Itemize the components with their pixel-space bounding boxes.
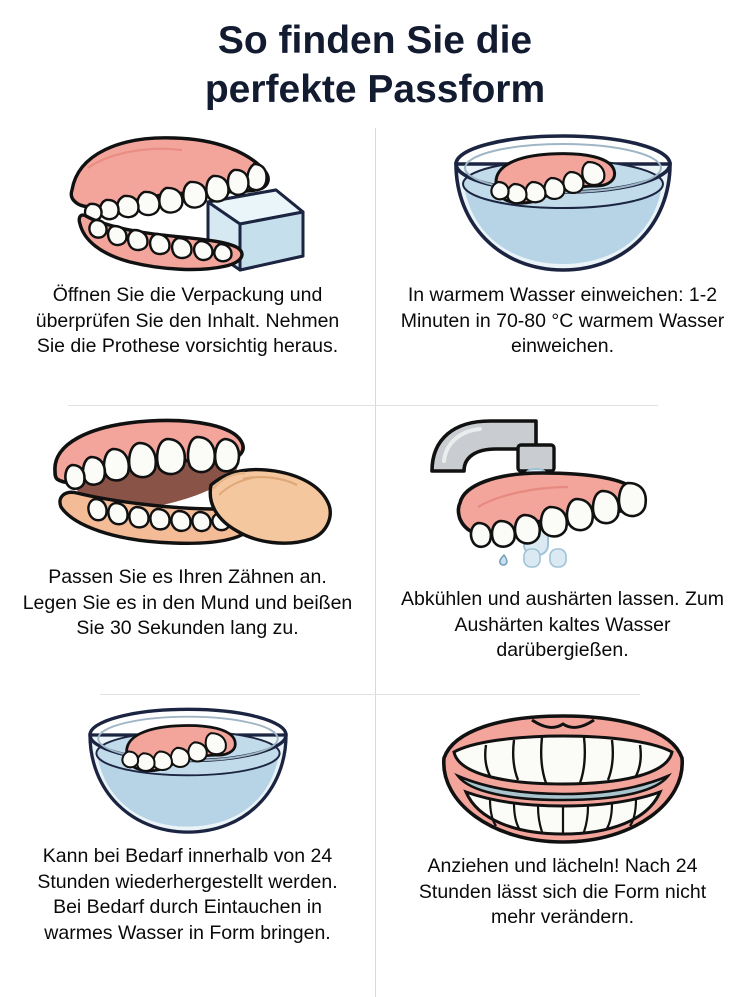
horizontal-divider-bottom: [100, 694, 640, 695]
step-panel-6: Anziehen und lächeln! Nach 24 Stunden lä…: [375, 702, 750, 931]
step-panel-2: In warmem Wasser einweichen: 1-2 Minuten…: [375, 128, 750, 360]
page-title-line-2: perfekte Passform: [204, 68, 546, 111]
step-panel-3: Passen Sie es Ihren Zähnen an. Legen Sie…: [0, 415, 375, 642]
dentures-with-package-icon: [0, 128, 375, 283]
step-caption-2: In warmem Wasser einweichen: 1-2 Minuten…: [400, 284, 725, 357]
smiling-teeth-icon: [375, 702, 750, 854]
steps-grid: Öffnen Sie die Verpackung und überprüfen…: [0, 128, 750, 997]
step-panel-1: Öffnen Sie die Verpackung und überprüfen…: [0, 128, 375, 360]
denture-soaking-in-bowl-icon: [375, 128, 750, 283]
faucet-rinsing-denture-icon: [375, 415, 750, 587]
page-title-line-1: So finden Sie die: [217, 19, 533, 62]
step-caption-6: Anziehen und lächeln! Nach 24 Stunden lä…: [418, 855, 707, 928]
vertical-divider: [375, 128, 376, 997]
denture-soaking-in-bowl-icon-2: [0, 702, 375, 844]
step-caption-1: Öffnen Sie die Verpackung und überprüfen…: [35, 284, 340, 357]
horizontal-divider-top: [68, 405, 658, 406]
step-caption-3: Passen Sie es Ihren Zähnen an. Legen Sie…: [22, 566, 353, 639]
step-panel-5: Kann bei Bedarf innerhalb von 24 Stunden…: [0, 702, 375, 946]
step-panel-4: Abkühlen und aushärten lassen. Zum Aushä…: [375, 415, 750, 664]
finger-fitting-denture-icon: [0, 415, 375, 565]
step-caption-4: Abkühlen und aushärten lassen. Zum Aushä…: [400, 588, 725, 661]
step-caption-5: Kann bei Bedarf innerhalb von 24 Stunden…: [37, 845, 338, 944]
page-title: So finden Sie die perfekte Passform: [0, 16, 750, 114]
